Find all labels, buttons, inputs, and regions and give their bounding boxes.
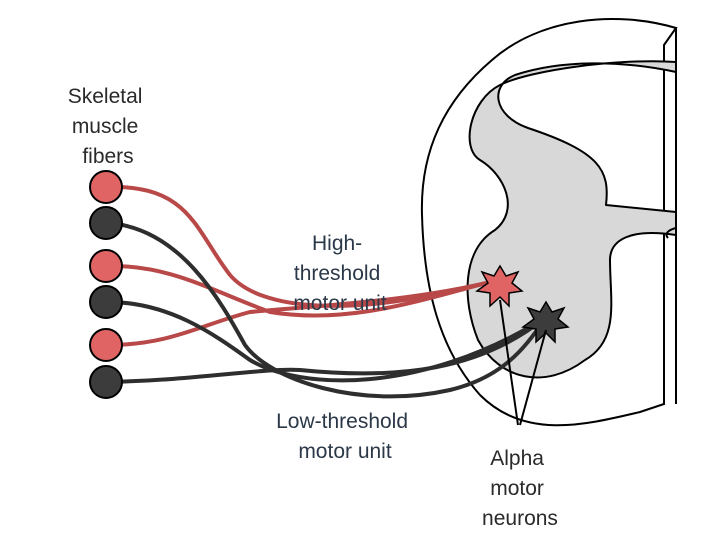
- pointer-to-high-neuron: [499, 299, 519, 426]
- muscle-fiber-dark: [89, 285, 123, 319]
- muscle-fibers-label: Skeletal muscle fibers: [68, 85, 149, 168]
- muscle-fiber-dark: [89, 206, 123, 240]
- low-threshold-axons: [106, 221, 547, 399]
- dark-axon-1: [106, 221, 547, 399]
- muscle-fiber-dark: [89, 365, 123, 399]
- low-threshold-label: Low-threshold motor unit: [276, 410, 414, 463]
- high-threshold-label: High- threshold motor unit: [293, 232, 387, 315]
- muscle-fiber-column: [89, 170, 123, 399]
- muscle-fiber-red: [89, 249, 123, 283]
- alpha-pointer-lines: [499, 299, 547, 426]
- red-axon-3: [106, 278, 500, 347]
- muscle-fiber-red: [89, 328, 123, 362]
- root-notch: [665, 227, 677, 239]
- dark-axon-3: [106, 316, 547, 384]
- pointer-to-low-neuron: [519, 329, 547, 426]
- red-axon-1: [106, 184, 500, 308]
- muscle-fiber-red: [89, 170, 123, 204]
- gray-matter: [466, 60, 677, 379]
- high-threshold-axons: [106, 184, 500, 347]
- high-threshold-neuron: [475, 264, 524, 308]
- alpha-motor-neurons-label: Alpha motor neurons: [482, 447, 558, 530]
